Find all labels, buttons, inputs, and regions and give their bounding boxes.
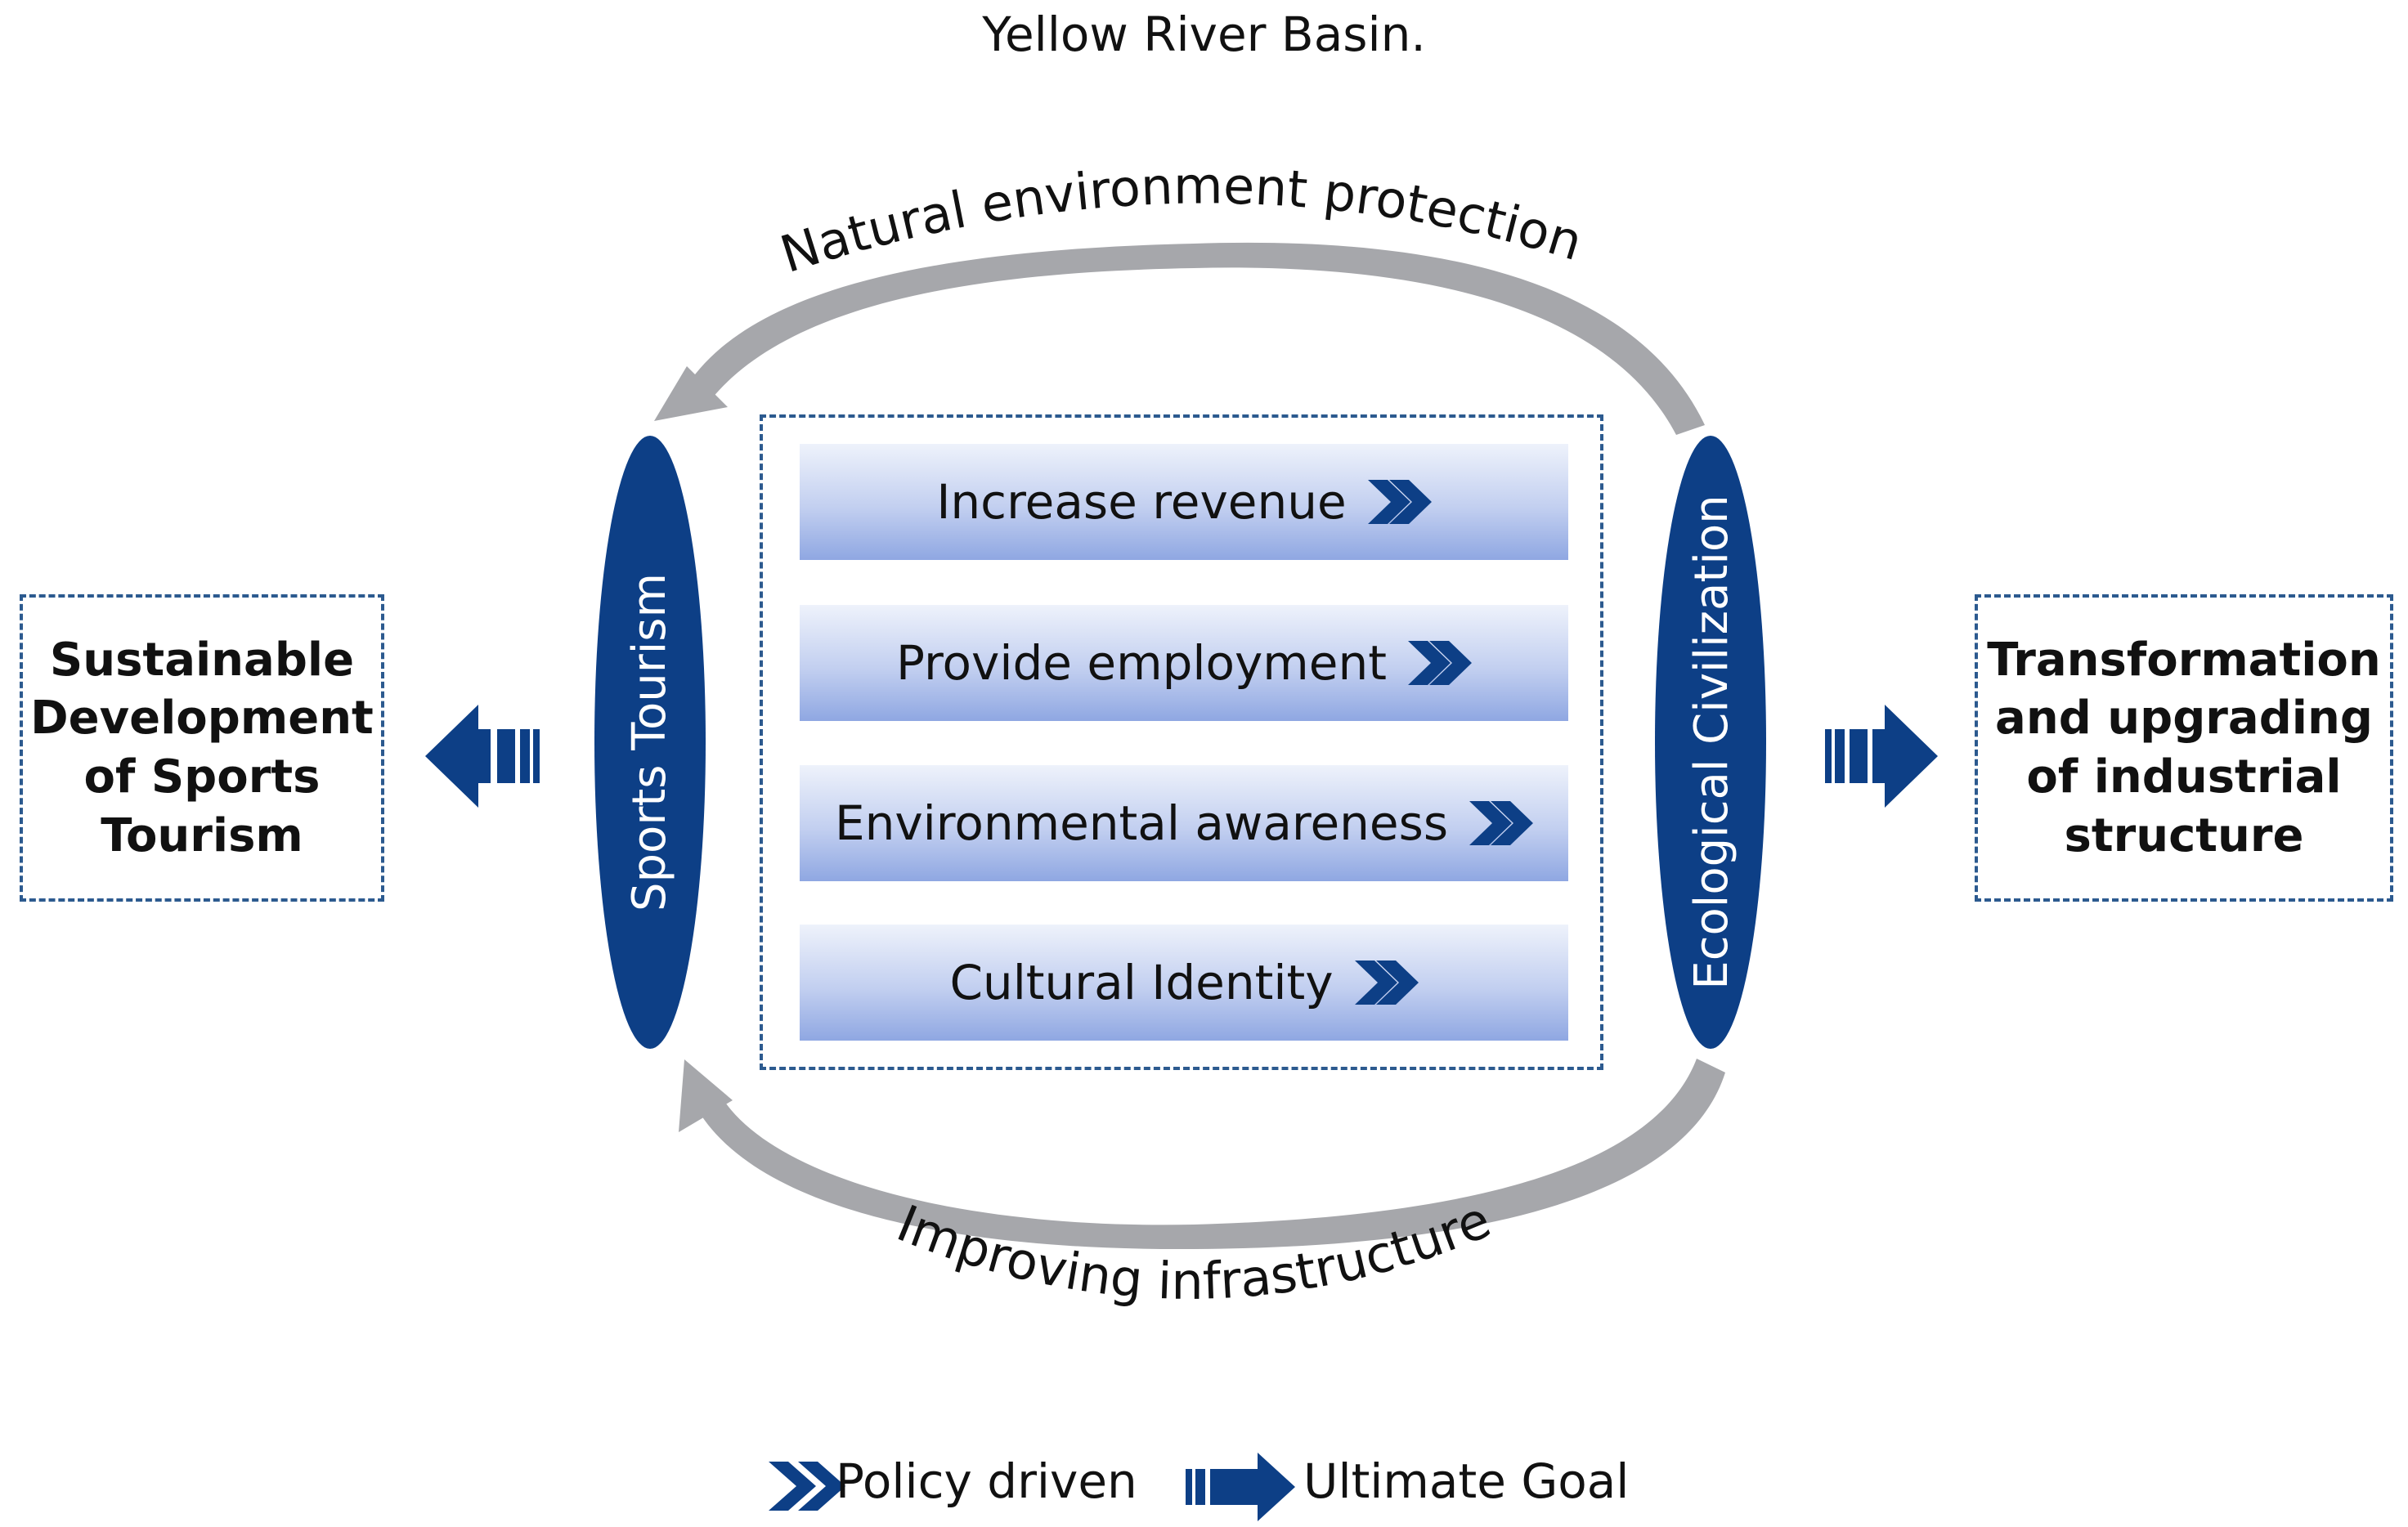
sustainable-development-box: Sustainable Development of Sports Touris…	[20, 594, 384, 902]
right-goal-arrow	[1825, 705, 1938, 808]
transformation-upgrading-box: Transformation and upgrading of industri…	[1975, 594, 2393, 902]
diagram-title: Yellow River Basin.	[982, 7, 1426, 62]
legend-ultimate-goal-icon	[1186, 1453, 1295, 1521]
bar-label: Cultural Identity	[949, 955, 1334, 1010]
inner-benefits-frame	[760, 414, 1603, 1070]
sports-tourism-ellipse	[594, 436, 706, 1049]
legend-label: Ultimate Goal	[1303, 1453, 1630, 1509]
double-chevron-icon	[1408, 641, 1472, 685]
double-chevron-icon	[1354, 961, 1419, 1005]
bar-increase-revenue: Increase revenue	[800, 444, 1568, 560]
left-box-line: Tourism	[101, 808, 303, 862]
legend-ultimate-goal: Ultimate Goal	[1303, 1447, 1629, 1516]
left-box-line: Development	[30, 692, 374, 746]
legend-policy-driven: Policy driven	[836, 1447, 1137, 1516]
bar-label: Increase revenue	[936, 474, 1347, 530]
bottom-cycle-arrow	[679, 1059, 1725, 1250]
bar-cultural-identity: Cultural Identity	[800, 925, 1568, 1041]
right-box-line: of industrial	[2026, 750, 2342, 804]
ecological-civilization-ellipse	[1655, 436, 1766, 1049]
sports-tourism-label: Sports Tourism	[623, 573, 676, 911]
double-chevron-icon	[1469, 801, 1534, 845]
double-chevron-icon	[1367, 480, 1432, 524]
top-cycle-arrow	[654, 242, 1705, 435]
ecological-civilization-label: Ecological Civilization	[1685, 495, 1738, 989]
right-box-line: structure	[2064, 808, 2304, 862]
left-box-line: Sustainable	[49, 633, 355, 687]
left-goal-arrow	[425, 705, 540, 808]
bar-environmental-awareness: Environmental awareness	[800, 765, 1568, 881]
legend-label: Policy driven	[836, 1453, 1137, 1509]
bar-label: Environmental awareness	[834, 795, 1449, 851]
right-box-line: Transformation	[1987, 633, 2381, 687]
bar-label: Provide employment	[896, 635, 1387, 691]
legend-policy-driven-icon	[769, 1462, 845, 1511]
bar-provide-employment: Provide employment	[800, 605, 1568, 721]
right-box-line: and upgrading	[1995, 692, 2373, 746]
left-box-line: of Sports	[83, 750, 321, 804]
